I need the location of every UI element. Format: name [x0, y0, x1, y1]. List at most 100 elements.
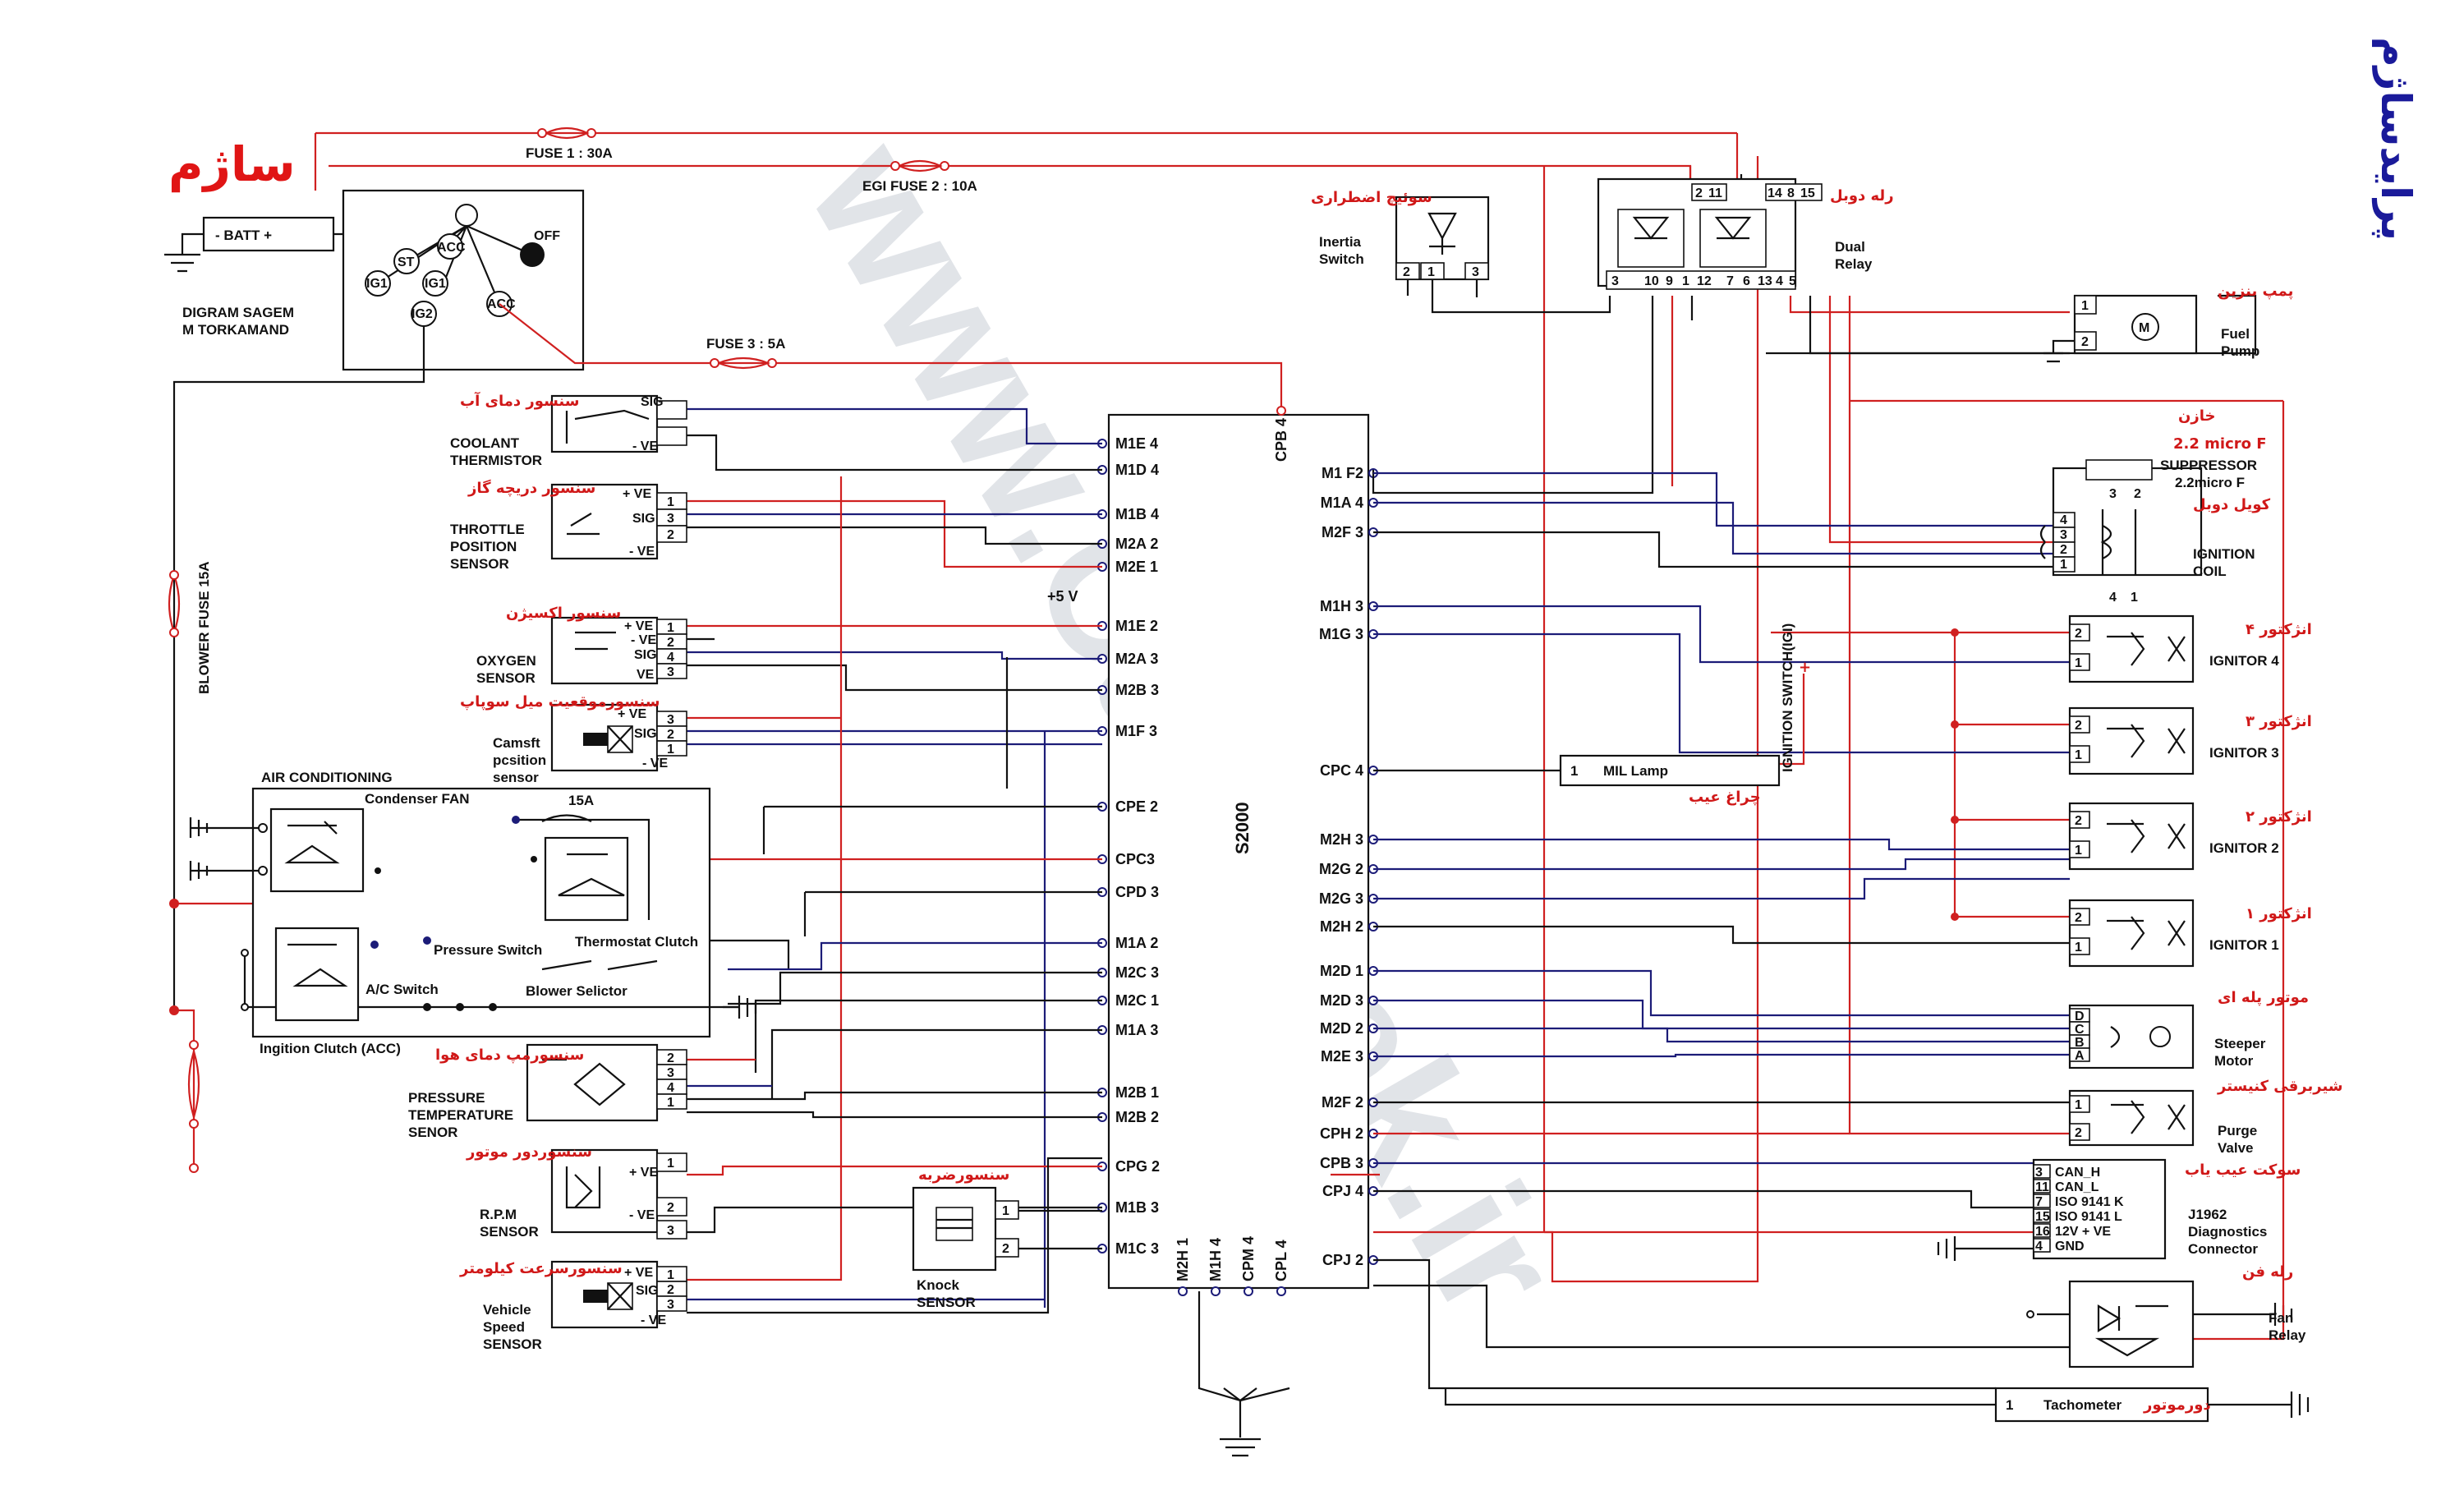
svg-text:D: D	[2075, 1010, 2085, 1024]
diag-pin-label: CAN_H	[2055, 1166, 2100, 1180]
svg-text:1: 1	[1002, 1204, 1009, 1218]
svg-text:IGNITION: IGNITION	[2193, 546, 2255, 562]
svg-text:SIG: SIG	[634, 648, 657, 662]
diag-pin-label: 12V + VE	[2055, 1225, 2111, 1239]
svg-text:FUSE 3 : 5A: FUSE 3 : 5A	[706, 336, 785, 352]
svg-text:موتور پله ای: موتور پله ای	[2218, 989, 2309, 1006]
brand-title: پرایدساژم	[2371, 37, 2420, 241]
svg-text:BLOWER FUSE 15A: BLOWER FUSE 15A	[196, 561, 212, 694]
page-title: ساژم	[168, 136, 296, 192]
svg-text:14: 14	[1768, 186, 1782, 200]
svg-text:Knock: Knock	[917, 1277, 960, 1293]
svg-text:رله دوبل: رله دوبل	[1830, 187, 1894, 205]
svg-text:THROTTLE: THROTTLE	[450, 522, 525, 537]
svg-text:Steeper: Steeper	[2214, 1036, 2266, 1051]
svg-text:3: 3	[667, 1224, 674, 1238]
battery: - BATT +	[164, 191, 345, 273]
ecu-pin-dot	[1243, 1286, 1253, 1296]
ecu-pin-label: M1A 3	[1115, 1022, 1158, 1038]
svg-text:1: 1	[667, 621, 674, 635]
diag-pin-number: 7	[2035, 1195, 2043, 1209]
ecu-pin-label: CPH 2	[1320, 1125, 1363, 1142]
svg-text:1: 1	[2075, 656, 2082, 670]
svg-text:- VE: - VE	[631, 633, 656, 647]
injector-label: IGNITOR 2	[2209, 840, 2279, 856]
rpm-sensor: 1 2 3 + VE - VE سنسوردور موتور R.P.M SEN…	[466, 1143, 687, 1240]
ecu-pin-label: M1H 3	[1320, 598, 1363, 614]
ecu-pin-label: M2D 3	[1320, 992, 1363, 1009]
svg-text:1: 1	[667, 1157, 674, 1171]
svg-text:J1962: J1962	[2188, 1207, 2227, 1222]
svg-text:1: 1	[2006, 1397, 2013, 1413]
svg-text:- VE: - VE	[629, 545, 655, 559]
svg-text:Pump: Pump	[2221, 343, 2259, 359]
svg-text:Diagnostics: Diagnostics	[2188, 1224, 2267, 1240]
svg-text:6: 6	[1743, 274, 1750, 288]
svg-text:1: 1	[1427, 265, 1435, 279]
svg-text:Tachometer: Tachometer	[2043, 1397, 2122, 1413]
svg-text:2: 2	[667, 1051, 674, 1065]
svg-text:2: 2	[2060, 543, 2067, 557]
svg-text:SENSOR: SENSOR	[476, 670, 536, 686]
svg-text:چراغ عیب: چراغ عیب	[1689, 789, 1761, 806]
svg-text:1: 1	[667, 495, 674, 509]
svg-text:- VE: - VE	[642, 757, 668, 770]
ecu-s2000: S2000 +5 V CPB 4	[1047, 406, 1370, 1290]
ecu-pin-label: M2E 3	[1321, 1048, 1363, 1065]
dual-relay: 2 11 14 8 15 3 10 9 1 12 7 6 13 4 5 رله …	[1597, 177, 1894, 290]
svg-text:5: 5	[1789, 274, 1796, 288]
fuse-2: EGI FUSE 2 : 10A	[329, 159, 1692, 194]
svg-text:9: 9	[1666, 274, 1673, 288]
svg-text:A/C Switch: A/C Switch	[365, 982, 439, 997]
svg-text:2: 2	[1695, 186, 1703, 200]
svg-text:+ VE: + VE	[618, 707, 646, 721]
ecu-pin-label: M1B 3	[1115, 1199, 1159, 1216]
svg-text:ACC: ACC	[437, 241, 466, 255]
diag-pin-label: ISO 9141 L	[2055, 1210, 2122, 1224]
injector-fa: انژکتور ۲	[2246, 808, 2312, 826]
ecu-pin-label: M2D 1	[1320, 963, 1363, 979]
svg-text:1: 1	[667, 743, 674, 757]
svg-text:2: 2	[667, 1201, 674, 1215]
ecu-pin-label: M2A 2	[1115, 536, 1158, 552]
svg-text:IGNITION SWITCH(IGI): IGNITION SWITCH(IGI)	[1780, 623, 1795, 772]
tachometer: 1 Tachometer دورموتور	[1994, 1387, 2310, 1423]
svg-text:OXYGEN: OXYGEN	[476, 653, 536, 669]
map-temperature-sensor: 2 3 4 1 سنسورمپ دمای هوا PRESSURE TEMPER…	[408, 1043, 687, 1140]
svg-text:2: 2	[1002, 1242, 1009, 1256]
svg-text:Pressure Switch: Pressure Switch	[434, 942, 542, 958]
svg-text:Speed: Speed	[483, 1319, 525, 1335]
svg-text:2: 2	[2081, 335, 2089, 349]
svg-text:2: 2	[2075, 814, 2082, 828]
svg-text:Condenser FAN: Condenser FAN	[365, 791, 470, 807]
ecu-pin-label: M2F 3	[1322, 524, 1363, 540]
ecu-pin-label: M1A 2	[1115, 935, 1158, 951]
svg-text:شیربرقی کنیستر: شیربرقی کنیستر	[2217, 1078, 2343, 1095]
ecu-pin-label: M1B 4	[1115, 506, 1159, 522]
svg-text:Inertia: Inertia	[1319, 234, 1362, 250]
right-wiring	[1331, 133, 2293, 1406]
svg-text:R.P.M: R.P.M	[480, 1207, 517, 1222]
ecu-pin-label: M1D 4	[1115, 462, 1159, 478]
ecu-pin-label: CPC 4	[1320, 762, 1363, 779]
ecu-pin-label: CPJ 2	[1322, 1252, 1363, 1268]
svg-text:سوکت عیب یاب: سوکت عیب یاب	[2185, 1162, 2301, 1179]
injector-label: IGNITOR 1	[2209, 937, 2279, 953]
svg-text:8: 8	[1787, 186, 1795, 200]
svg-text:15: 15	[1800, 186, 1815, 200]
svg-text:EGI FUSE 2 : 10A: EGI FUSE 2 : 10A	[862, 178, 977, 194]
svg-text:SIG: SIG	[636, 1284, 659, 1298]
svg-text:Ingition Clutch (ACC): Ingition Clutch (ACC)	[260, 1041, 401, 1056]
svg-text:A: A	[2075, 1049, 2085, 1063]
diagnostics-connector: سوکت عیب یاب J1962 Diagnostics Connector…	[2032, 1158, 2301, 1260]
svg-text:+5 V: +5 V	[1047, 588, 1078, 605]
svg-text:Dual: Dual	[1835, 239, 1865, 255]
svg-text:12: 12	[1697, 274, 1712, 288]
svg-text:کویل دوبل: کویل دوبل	[2193, 496, 2271, 513]
svg-text:SIG: SIG	[634, 727, 657, 741]
svg-text:4: 4	[2060, 513, 2067, 527]
inertia-switch: 2 1 3 سوئیچ اضطراری Inertia Switch	[1311, 189, 1611, 314]
svg-text:SENSOR: SENSOR	[480, 1224, 539, 1240]
